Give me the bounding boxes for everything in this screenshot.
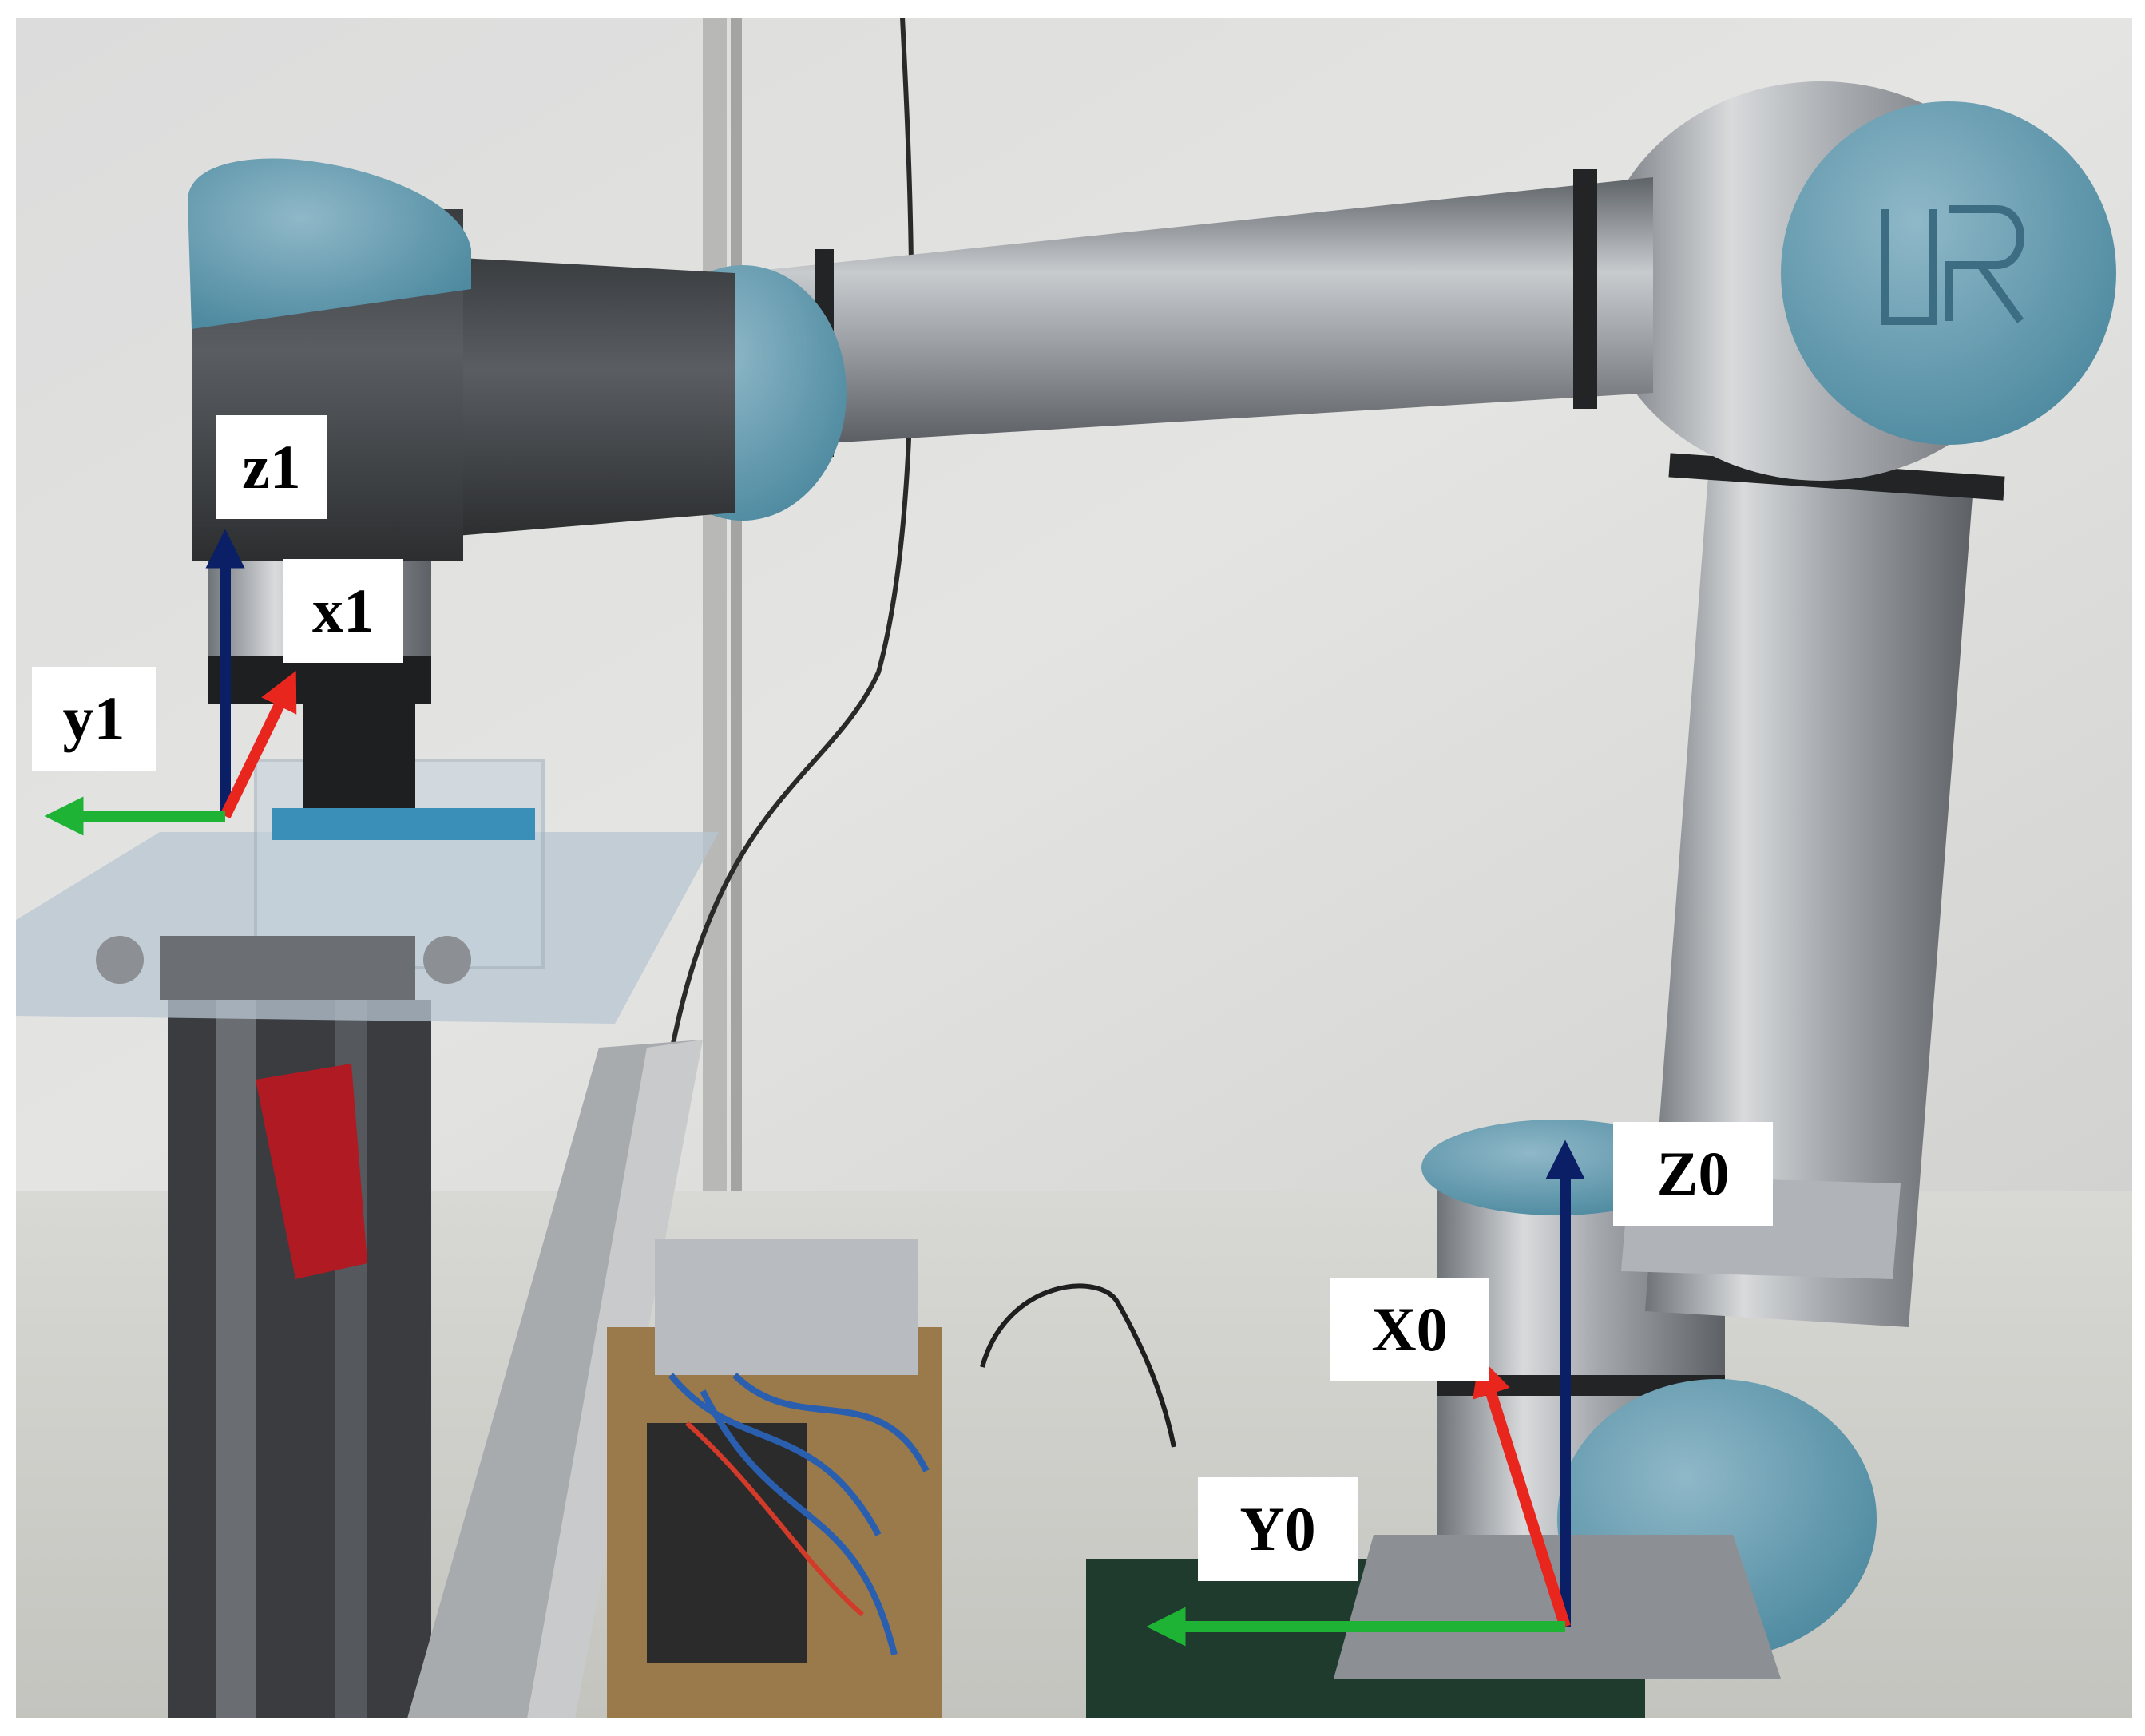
cable-loop — [980, 1283, 1176, 1448]
fixture-column-highlight — [216, 1000, 256, 1718]
base-z-label: Z0 — [1613, 1122, 1773, 1226]
wires — [685, 1421, 864, 1617]
base-x-axis-arrow — [1473, 1356, 1571, 1629]
wires — [668, 1373, 930, 1655]
fixture-knob — [423, 936, 471, 984]
wall-pipe — [703, 18, 727, 1199]
base-y-label: Y0 — [1198, 1477, 1358, 1581]
power-supply — [655, 1239, 918, 1375]
gripper-pad — [272, 808, 535, 840]
base-x-label: X0 — [1330, 1278, 1489, 1381]
ur-logo — [1881, 205, 2024, 325]
red-tape — [256, 1064, 367, 1279]
robot-wrist-arm — [447, 257, 735, 537]
wall-pipe — [731, 18, 742, 1199]
tool-x-axis-arrow — [220, 670, 297, 819]
tool-y-label: y1 — [32, 667, 156, 771]
robot-upper-ring — [1573, 169, 1597, 409]
robot-photo — [16, 18, 2132, 1718]
tool-z-label: z1 — [216, 415, 327, 519]
robot-upper-arm — [735, 177, 1653, 449]
wall-cable — [668, 18, 914, 1056]
fixture-knob — [96, 936, 144, 984]
robot-gripper — [303, 704, 415, 824]
fixture-block — [160, 936, 415, 1000]
tool-x-label: x1 — [283, 559, 403, 663]
robot-tool-ring — [208, 656, 431, 704]
robot-lower-arm — [1645, 465, 1973, 1327]
robot-wrist2-cap — [188, 158, 471, 329]
